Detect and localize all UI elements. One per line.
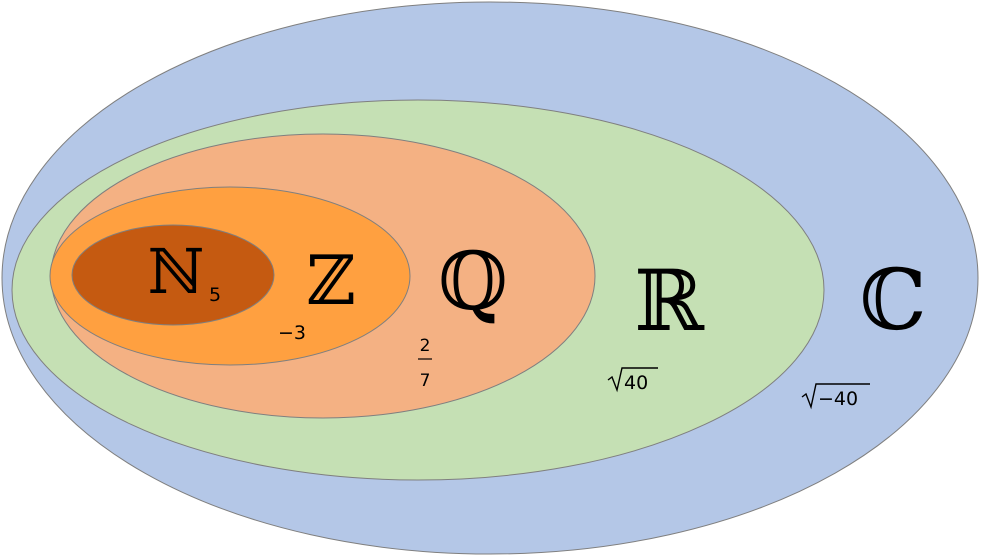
complex-numbers-symbol: ℂ <box>860 251 927 349</box>
natural-numbers-region <box>71 224 275 326</box>
real-example-sqrt: 40 <box>607 367 658 394</box>
integer-example-number: −3 <box>278 322 306 344</box>
fraction-numerator: 2 <box>420 336 431 356</box>
radical-sign <box>801 383 870 410</box>
radicand: 40 <box>624 372 648 394</box>
real-numbers-symbol: ℝ <box>634 252 705 350</box>
complex-example-sqrt: −40 <box>801 383 870 410</box>
fraction-denominator: 7 <box>420 371 431 391</box>
rational-example-fraction: 2 7 <box>418 336 432 391</box>
natural-example-number: 5 <box>209 284 221 306</box>
integer-numbers-symbol: ℤ <box>306 242 356 321</box>
natural-numbers-symbol: ℕ <box>148 235 205 308</box>
radicand: −40 <box>818 388 858 410</box>
rational-numbers-symbol: ℚ <box>438 235 508 328</box>
radical-sign <box>607 367 658 393</box>
